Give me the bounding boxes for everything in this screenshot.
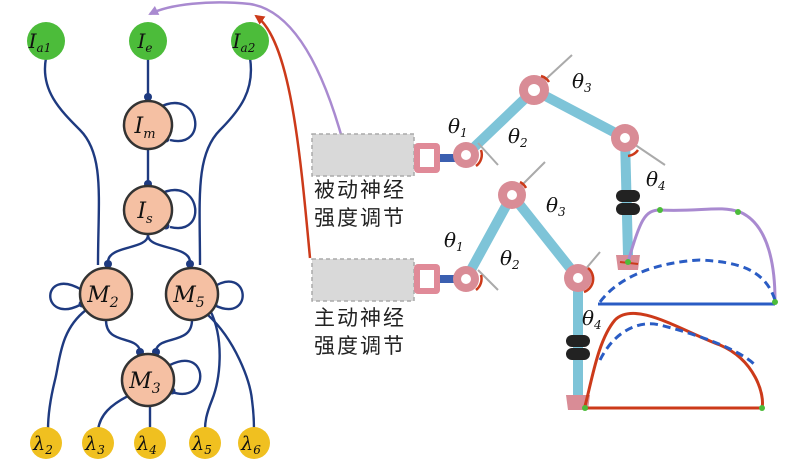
motor-neuron-m3: M3 (120, 352, 176, 408)
loop-m5 (211, 280, 244, 311)
svg-text:λ5: λ5 (191, 433, 212, 457)
svg-text:λ2: λ2 (32, 433, 53, 457)
active-caption-line1: 主动神经 (314, 306, 406, 330)
active-caption-line2: 强度调节 (314, 334, 406, 358)
output-node-l3: λ3 (82, 427, 114, 459)
connection-ia2-m5 (198, 57, 253, 266)
svg-text:λ4: λ4 (136, 433, 157, 457)
input-node-ia1: Ia1 (27, 22, 65, 60)
angle-theta2-upper: θ2 (508, 124, 528, 150)
input-node-ia2-label: Ia2 (232, 29, 256, 55)
output-node-l4: λ4 (134, 427, 166, 459)
connection-m2-l2 (46, 309, 87, 431)
connection-m5-l5 (203, 309, 221, 431)
angle-theta1-lower: θ1 (444, 228, 464, 254)
connection-m5-m3 (154, 319, 194, 351)
svg-text:λ3: λ3 (84, 433, 105, 457)
angle-theta3-upper: θ3 (572, 69, 592, 95)
connection-m3-l3 (96, 393, 131, 431)
motor-neuron-m3-label: M3 (128, 369, 161, 397)
connection-ia1-m2 (43, 57, 101, 266)
upper-trajectory (598, 207, 778, 306)
input-node-ia2: Ia2 (231, 22, 269, 60)
angle-theta3-lower: θ3 (546, 193, 566, 219)
connection-is-m2 (106, 234, 150, 263)
passive-caption-line2: 强度调节 (314, 206, 406, 230)
motor-neuron-m2-label: M2 (86, 283, 119, 311)
interneuron-im-label: Im (133, 114, 155, 142)
angle-labels: θ1 θ2 θ3 θ4 θ1 θ2 θ3 θ4 (444, 69, 666, 332)
angle-theta2-lower: θ2 (500, 246, 520, 272)
active-actuator-box (311, 258, 415, 302)
connection-m5-l6 (207, 314, 256, 431)
lower-leg (414, 161, 601, 410)
angle-theta4-lower: θ4 (582, 306, 602, 332)
svg-text:λ6: λ6 (240, 433, 261, 457)
input-node-ie: Ie (129, 22, 167, 60)
input-node-ia1-label: Ia1 (28, 29, 52, 55)
feedback-arrow-red (254, 14, 312, 259)
connection-is-m5 (146, 234, 192, 263)
motor-neuron-m5: M5 (164, 266, 220, 322)
passive-actuator-box (311, 133, 415, 177)
interneuron-is-label: Is (136, 199, 153, 227)
loop-m3 (169, 359, 202, 395)
output-node-l5: λ5 (189, 427, 221, 459)
loop-im (157, 101, 197, 143)
motor-neuron-m2: M2 (78, 266, 134, 322)
input-node-ie-label: Ie (136, 29, 152, 55)
loop-m2 (49, 282, 83, 311)
passive-caption: 被动神经 强度调节 (314, 176, 406, 232)
passive-caption-line1: 被动神经 (314, 178, 406, 202)
angle-theta1-upper: θ1 (448, 114, 468, 140)
interneuron-is: Is (122, 184, 174, 236)
connection-m2-m3 (104, 319, 142, 351)
angle-theta4-upper: θ4 (646, 167, 666, 193)
feedback-arrow-purple (148, 1, 344, 139)
motor-neuron-m5-label: M5 (172, 283, 205, 311)
upper-leg (414, 54, 666, 270)
loop-is (157, 188, 197, 230)
active-caption: 主动神经 强度调节 (314, 304, 406, 360)
interneuron-im: Im (122, 99, 174, 151)
output-node-l6: λ6 (238, 427, 270, 459)
output-node-l2: λ2 (30, 427, 62, 459)
lower-trajectory (582, 311, 765, 411)
